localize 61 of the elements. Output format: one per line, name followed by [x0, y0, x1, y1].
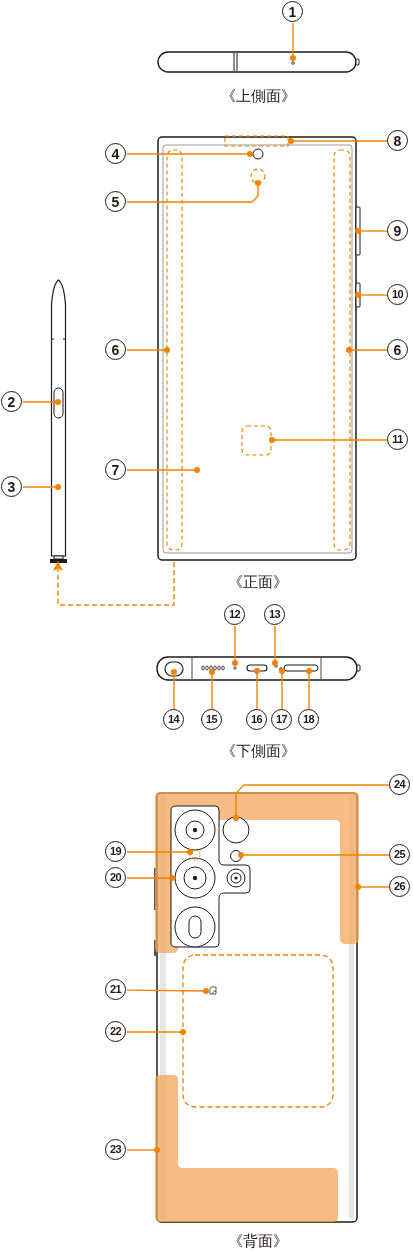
- callout-number: 10: [387, 284, 408, 305]
- leader-line: [22, 484, 61, 490]
- leader-line: [171, 669, 177, 710]
- view-caption: 《背面》: [228, 1233, 288, 1248]
- leader-line: [126, 467, 200, 473]
- callout-number: 6: [387, 339, 408, 360]
- leader-line: [355, 228, 388, 234]
- leader-line: [288, 138, 388, 144]
- callout-number: 22: [105, 1021, 126, 1042]
- callout-number: 9: [387, 220, 408, 241]
- callout-number: 21: [105, 979, 126, 1000]
- callout-number: 13: [264, 604, 285, 625]
- leader-line: [209, 669, 215, 710]
- callout-number: 5: [105, 191, 126, 212]
- leader-line: [126, 875, 175, 881]
- leader-line: [269, 437, 388, 443]
- leader-line: [355, 292, 388, 298]
- leader-line: [290, 22, 296, 61]
- leader-line: [126, 1029, 186, 1035]
- leader-line: [272, 625, 278, 666]
- leader-line: [346, 347, 388, 353]
- callout-number: 8: [387, 130, 408, 151]
- leader-line: [126, 151, 253, 157]
- arrow: [53, 561, 175, 606]
- callout-number: 24: [389, 774, 410, 795]
- leader-line: [126, 180, 261, 203]
- callout-number: 17: [271, 709, 292, 730]
- leader-line: [279, 668, 285, 710]
- leader-line: [254, 668, 260, 710]
- callout-number: 1: [282, 1, 303, 22]
- leader-line: [232, 625, 238, 666]
- callout-number: 6: [105, 339, 126, 360]
- callout-number: 18: [298, 709, 319, 730]
- callout-number: 19: [105, 841, 126, 862]
- callout-number: 25: [389, 844, 410, 865]
- callout-number: 2: [1, 391, 22, 412]
- leader-line: [126, 988, 209, 994]
- leader-line: [126, 347, 170, 353]
- leader-line: [22, 399, 61, 405]
- callout-number: 23: [105, 1139, 126, 1160]
- leader-line: [233, 784, 390, 821]
- leader-line: [126, 1147, 160, 1153]
- callout-number: 14: [163, 709, 184, 730]
- callout-number: 20: [105, 867, 126, 888]
- callout-number: 11: [387, 429, 408, 450]
- callout-number: 16: [246, 709, 267, 730]
- callout-number: 26: [389, 876, 410, 897]
- view-caption: 《正面》: [228, 574, 288, 589]
- smartphone-front-drawing: [156, 135, 362, 561]
- view-caption: 《下側面》: [220, 743, 296, 758]
- leader-line: [126, 849, 193, 855]
- leader-line: [306, 668, 312, 710]
- stylus-pen-drawing: [48, 276, 70, 565]
- callout-number: 15: [201, 709, 222, 730]
- callout-number: 4: [105, 143, 126, 164]
- callout-number: 12: [224, 604, 245, 625]
- leader-line: [355, 884, 390, 890]
- callout-number: 3: [1, 476, 22, 497]
- callout-number: 7: [105, 459, 126, 480]
- leader-line: [238, 852, 390, 858]
- view-caption: 《上側面》: [220, 88, 296, 103]
